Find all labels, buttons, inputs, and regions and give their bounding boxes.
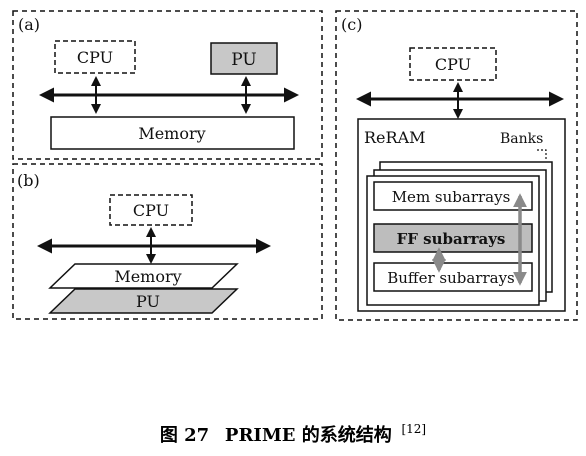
panel-a-cpu-label: CPU: [77, 48, 113, 67]
panel-b-cpu-box: [109, 194, 193, 226]
reram-label: ReRAM: [364, 128, 426, 147]
caption-prefix: 图 27: [160, 425, 209, 446]
buffer-subarrays-label: Buffer subarrays: [387, 269, 515, 287]
panel-a-pu-label: PU: [231, 50, 256, 70]
panel-b-memory-label: Memory: [114, 267, 181, 286]
ff-subarrays-box: [373, 223, 533, 253]
panel-c-cpu-label: CPU: [435, 55, 471, 74]
mem-subarrays-label: Mem subarrays: [392, 188, 511, 206]
panel-c-border: [335, 10, 578, 321]
panel-b-label: (b): [17, 171, 40, 190]
panel-a-memory-label: Memory: [138, 124, 205, 143]
panel-a: (a) CPU PU Memory: [12, 10, 323, 160]
buffer-subarrays-box: [373, 262, 533, 292]
banks-label: Banks: [500, 131, 543, 147]
panel-b-pu-layer: [48, 288, 239, 314]
panel-c-cpu-box: [409, 47, 497, 81]
figure-caption: 图 27 PRIME 的系统结构 [12]: [160, 422, 426, 446]
caption-ref: [12]: [401, 422, 426, 436]
panel-a-label: (a): [18, 15, 40, 34]
panel-b-border: [12, 163, 323, 320]
banks-pointer: [537, 149, 547, 161]
panel-b-cpu-label: CPU: [133, 201, 169, 220]
panel-a-cpu-box: [54, 40, 136, 74]
panel-a-memory-box: [50, 116, 295, 150]
panel-a-border: [12, 10, 323, 160]
panel-c: (c) CPU ReRAM Banks Mem subarrays FF sub…: [335, 10, 578, 321]
caption-text: PRIME 的系统结构: [225, 424, 392, 446]
ff-subarrays-label: FF subarrays: [397, 230, 506, 248]
panel-c-label: (c): [341, 15, 362, 34]
panel-b-memory-layer: [48, 263, 239, 289]
panel-a-pu-box: [210, 42, 278, 75]
panel-b-pu-label: PU: [136, 292, 160, 311]
mem-subarrays-box: [373, 181, 533, 211]
panel-b: (b) CPU PU Memory: [12, 163, 323, 320]
